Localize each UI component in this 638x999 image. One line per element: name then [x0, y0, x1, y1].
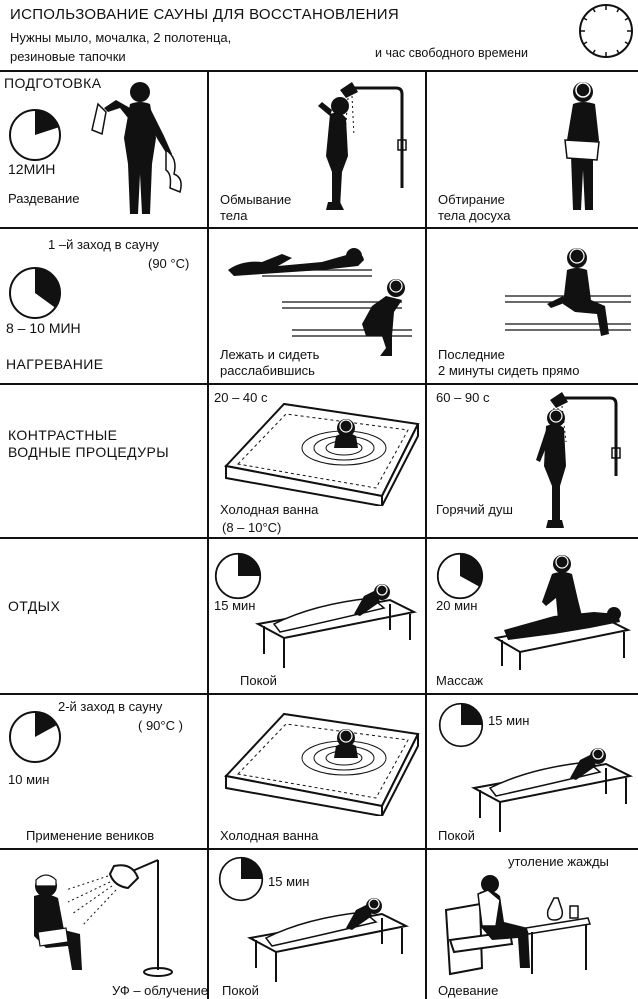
row3-right-caption-1: Горячий душ: [436, 502, 513, 517]
undressing-figure-icon: [91, 82, 182, 214]
hot-shower-icon: [536, 392, 621, 528]
pie-slice: [460, 553, 483, 587]
row5-time: 10 мин: [8, 772, 50, 787]
clock-icon: [579, 4, 633, 58]
timer-pie-15-min-2: [438, 702, 484, 748]
row1-mid-caption-2: тела: [220, 208, 248, 223]
row1-right-caption-2: тела досуха: [438, 208, 511, 223]
row2-note-1: 1 –й заход в сауну: [48, 237, 159, 252]
row4-right-caption: Массаж: [436, 673, 484, 688]
row5-note-2: ( 90°С ): [138, 718, 183, 733]
row4-mid-time: 15 мин: [214, 598, 256, 613]
header: ИСПОЛЬЗОВАНИЕ САУНЫ ДЛЯ ВОССТАНОВЛЕНИЯ Н…: [0, 0, 638, 70]
row5-note-1: 2-й заход в сауну: [58, 699, 163, 714]
resting-cot-icon-3: [247, 898, 410, 982]
row5-mid-caption: Холодная ванна: [220, 828, 319, 843]
row1-right-caption-1: Обтирание: [438, 192, 505, 207]
timer-pie-12-min: [9, 109, 61, 161]
row2-right-caption-1: Последние: [438, 347, 505, 362]
row3-mid-duration: 20 – 40 с: [214, 390, 268, 405]
resting-cot-icon: [255, 584, 418, 668]
row2-mid-caption-2: расслабившись: [220, 363, 315, 378]
needs-line-1: Нужны мыло, мочалка, 2 полотенца,: [10, 30, 232, 45]
row1-mid-caption-1: Обмывание: [220, 192, 292, 207]
resting-cot-icon-2: [471, 748, 634, 832]
row6-mid-caption: Покой: [222, 983, 259, 998]
shower-figure-icon: [318, 82, 407, 210]
row5-right-time: 15 мин: [488, 713, 530, 728]
pie-slice: [241, 857, 263, 879]
row2-mid-caption-1: Лежать и сидеть: [220, 347, 320, 362]
timer-pie-8-10-min: [9, 267, 61, 319]
dressing-drinking-icon: [444, 875, 591, 976]
pie-slice: [35, 110, 59, 135]
drying-figure-icon: [564, 82, 600, 210]
row5-caption: Применение веников: [26, 828, 155, 843]
row3-heading-1: КОНТРАСТНЫЕ: [8, 427, 118, 443]
pie-slice: [35, 268, 61, 308]
row3-heading-2: ВОДНЫЕ ПРОЦЕДУРЫ: [8, 444, 170, 460]
pie-slice: [238, 553, 261, 576]
row6-mid-time: 15 мин: [268, 874, 310, 889]
uv-lamp-figure-icon: [34, 859, 173, 977]
sauna-sitting-upright-icon: [505, 248, 631, 336]
page-title: ИСПОЛЬЗОВАНИЕ САУНЫ ДЛЯ ВОССТАНОВЛЕНИЯ: [10, 6, 399, 23]
row1-caption: Раздевание: [8, 191, 80, 206]
row4-right-time: 20 мин: [436, 598, 478, 613]
cold-bath-icon: [224, 402, 420, 506]
timer-pie-15-min: [214, 552, 262, 600]
row6-right-top-label: утоление жажды: [508, 854, 609, 869]
row1-time: 12МИН: [8, 161, 56, 177]
pie-slice: [461, 703, 483, 725]
free-time-note: и час свободного времени: [375, 46, 529, 60]
row2-heading: НАГРЕВАНИЕ: [6, 356, 104, 372]
sauna-lying-sitting-icon: [228, 248, 412, 356]
row5-right-caption: Покой: [438, 828, 475, 843]
timer-pie-20-min: [436, 552, 484, 600]
row6-caption: УФ – облучение: [112, 983, 209, 998]
row2-right-caption-2: 2 минуты сидеть прямо: [438, 363, 580, 378]
row3-mid-caption-1: Холодная ванна: [220, 502, 319, 517]
procedure-grid: ПОДГОТОВКА 12МИН Раздевание Обмывание те…: [0, 70, 638, 999]
row4-heading: ОТДЫХ: [8, 598, 61, 614]
massage-icon: [494, 555, 632, 670]
row3-mid-caption-2: (8 – 10°С): [222, 520, 282, 535]
row4-mid-caption: Покой: [240, 673, 277, 688]
needs-line-2: резиновые тапочки: [10, 49, 126, 64]
row2-time: 8 – 10 МИН: [6, 320, 81, 336]
row1-heading: ПОДГОТОВКА: [4, 75, 102, 91]
grid-lines: [0, 70, 638, 999]
timer-pie-15-min-3: [218, 856, 264, 902]
row2-note-2: (90 °С): [148, 256, 190, 271]
cold-bath-icon-2: [224, 712, 420, 816]
row6-right-caption: Одевание: [438, 983, 499, 998]
row3-right-duration: 60 – 90 с: [436, 390, 490, 405]
pie-slice: [35, 712, 57, 737]
timer-pie-10-min: [9, 711, 61, 763]
